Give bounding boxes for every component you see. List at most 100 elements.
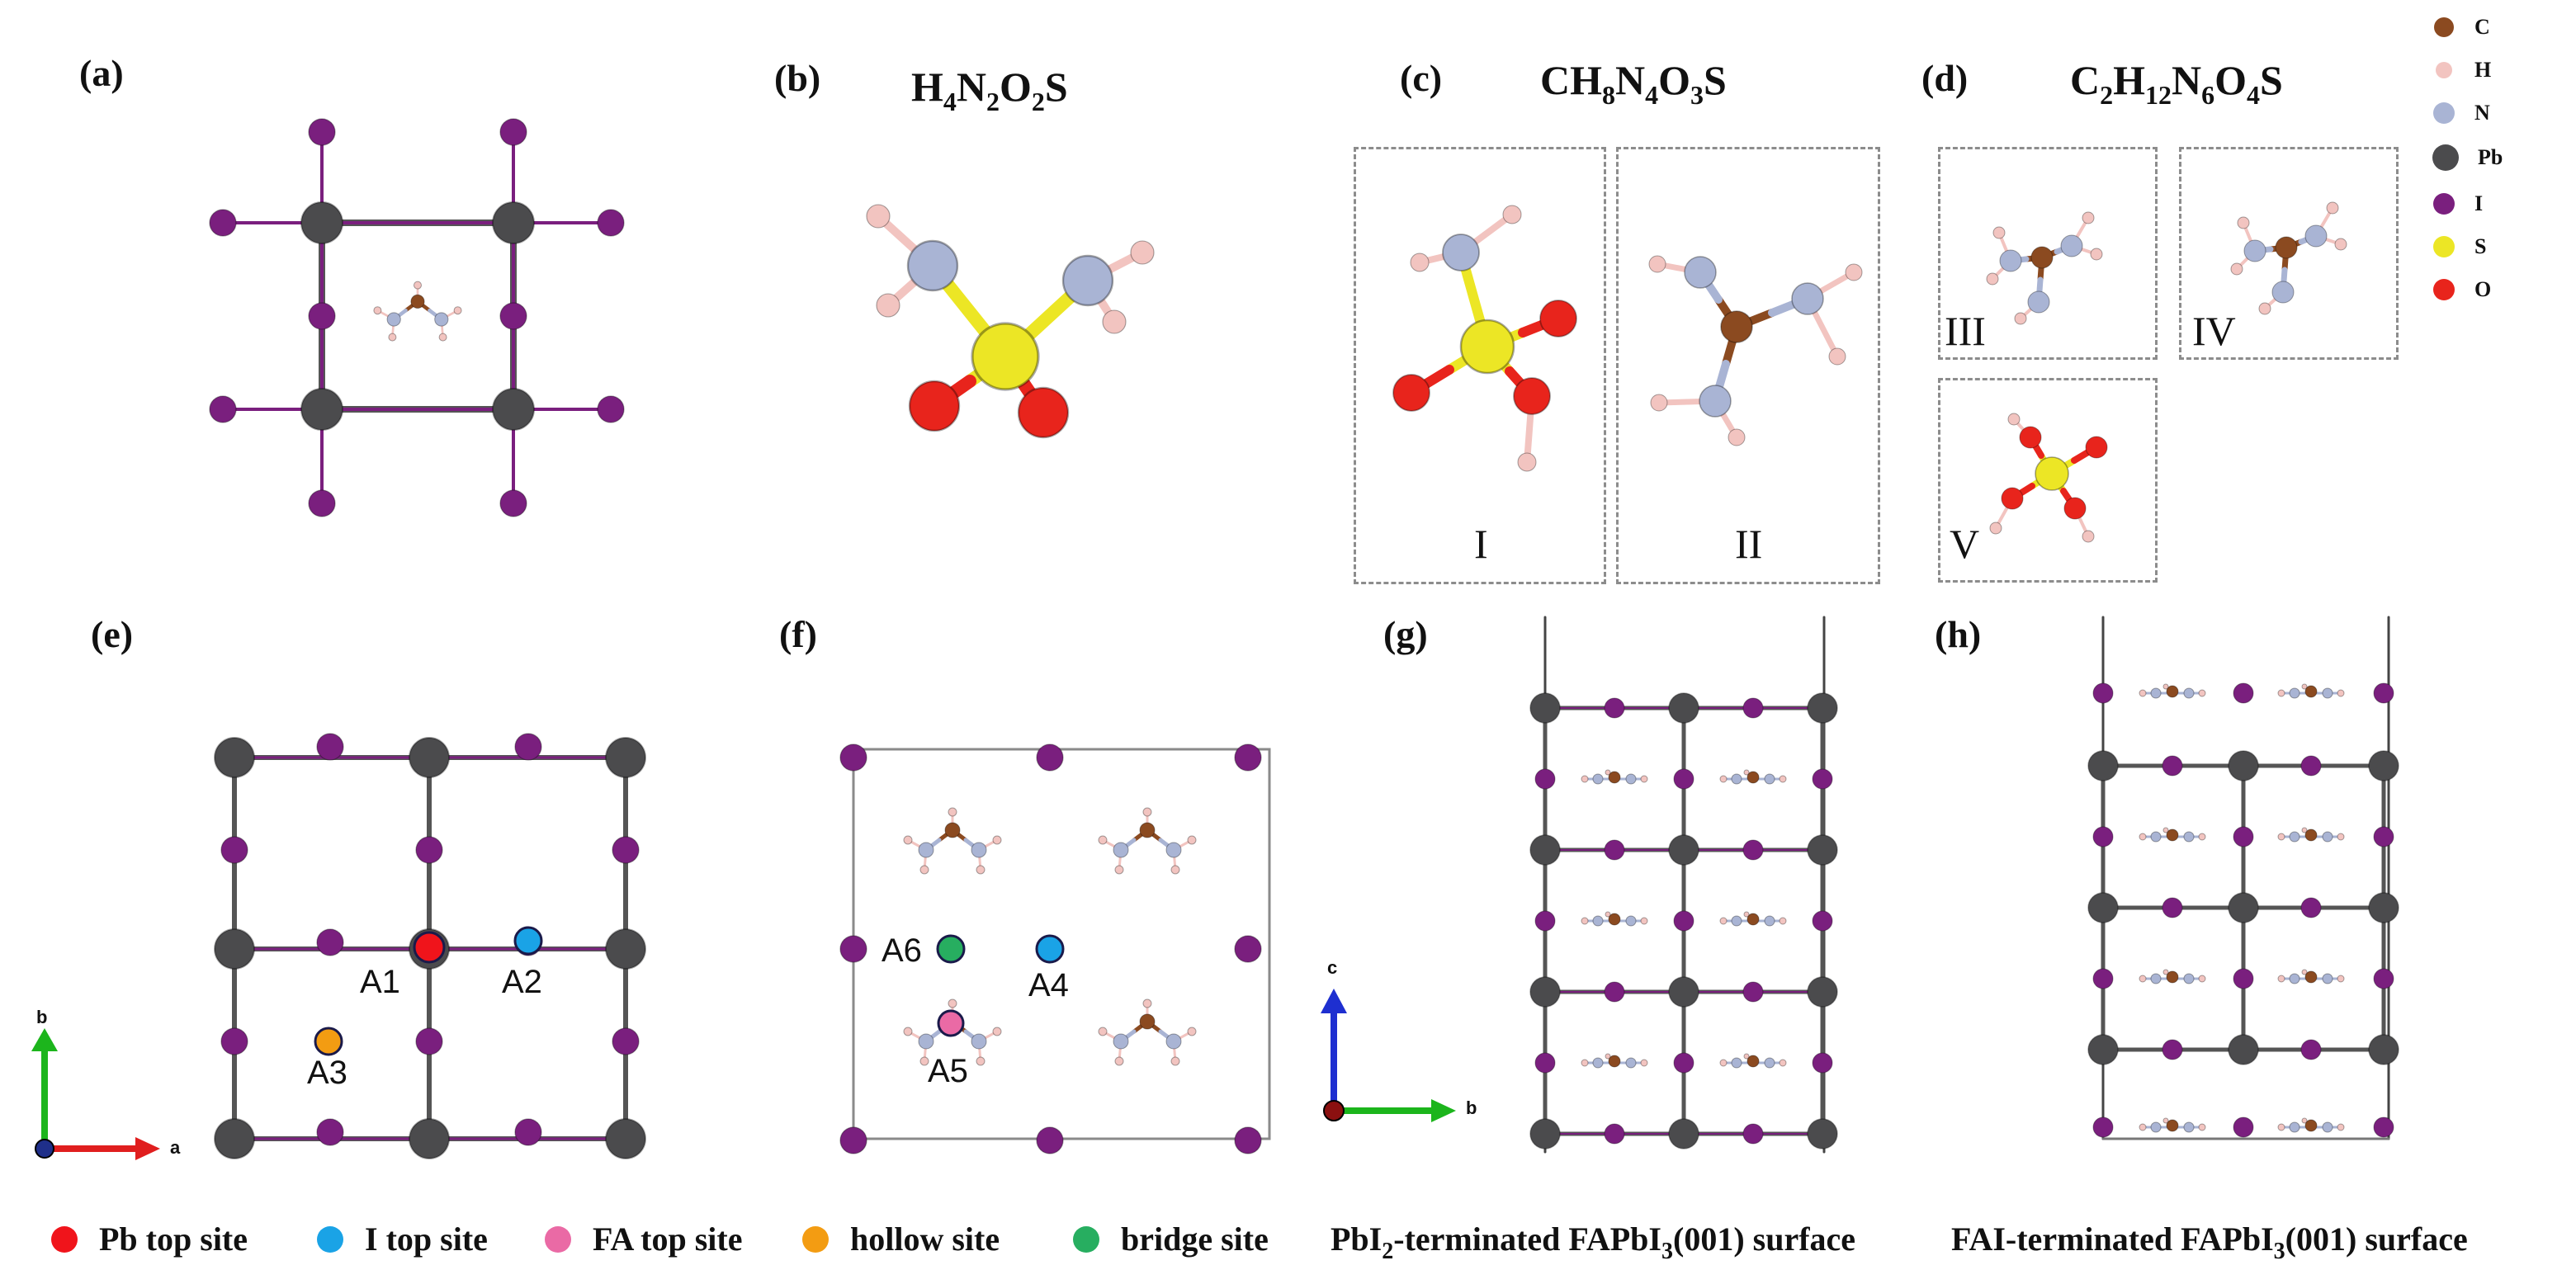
pb-top-site-label: Pb top site — [99, 1220, 248, 1258]
atom-s — [1459, 319, 1515, 375]
atom-c — [2304, 685, 2318, 698]
atom-h — [388, 333, 397, 342]
atom-s — [2035, 456, 2069, 491]
site-label-a3: A3 — [307, 1055, 347, 1091]
atom-h — [1650, 394, 1668, 412]
atom-pb — [605, 1118, 646, 1159]
atom-h — [2301, 683, 2308, 690]
atom-n — [2322, 831, 2333, 843]
surface-caption-h: FAI-terminated FAPbI3(001) surface — [1951, 1220, 2468, 1264]
atom-i — [2300, 1039, 2322, 1060]
atom-i — [499, 302, 527, 330]
atom-i — [1604, 839, 1625, 861]
atom-n — [2150, 687, 2162, 699]
atom-h — [373, 306, 382, 315]
atom-h — [1719, 1059, 1728, 1067]
atom-i — [316, 1118, 344, 1146]
atom-n — [971, 1033, 987, 1050]
atom-h — [903, 1027, 913, 1036]
atom-h — [414, 281, 422, 290]
isomer-box-3 — [1938, 147, 2158, 360]
atom-h — [2162, 1117, 2169, 1124]
atom-n — [1165, 842, 1182, 858]
atom-c — [1139, 1013, 1156, 1030]
atom-i — [316, 733, 344, 761]
atom-c — [2275, 236, 2298, 259]
atom-h — [2337, 833, 2345, 841]
atom-h — [2230, 262, 2243, 276]
atom-n — [918, 1033, 934, 1050]
atom-pb — [2368, 1034, 2399, 1065]
atom-i — [839, 1126, 867, 1154]
atom-i — [612, 836, 640, 864]
panel-label-c: (c) — [1400, 57, 1443, 99]
atom-o — [2001, 487, 2024, 510]
atom-i — [2373, 968, 2394, 989]
atom-i — [220, 836, 248, 864]
atom-n — [1592, 1057, 1604, 1069]
atom-h — [992, 835, 1002, 845]
atom-o — [2019, 426, 2042, 449]
atom-n — [1061, 254, 1114, 307]
atom-i — [1234, 743, 1262, 772]
atom-pb — [2228, 750, 2259, 781]
atom-h — [1728, 428, 1746, 446]
atom-i — [514, 1118, 542, 1146]
atom-h — [1102, 309, 1127, 334]
atom-h — [2237, 216, 2250, 229]
atom-i — [1673, 910, 1694, 932]
atom-h — [1779, 917, 1787, 925]
legend-c-label: C — [2474, 15, 2490, 39]
pb-top-site-dot — [51, 1225, 78, 1253]
atom-h — [1098, 835, 1108, 845]
atom-pb — [409, 1118, 450, 1159]
atom-h — [919, 865, 929, 875]
atom-n — [1999, 249, 2022, 272]
atom-pb — [214, 737, 255, 778]
atom-i — [220, 1027, 248, 1055]
atom-pb — [2087, 750, 2119, 781]
atom-h — [1187, 1027, 1197, 1036]
atom-h — [1640, 775, 1648, 783]
atom-h — [1410, 253, 1430, 272]
atom-h — [1648, 255, 1666, 273]
atom-i — [499, 489, 527, 517]
atom-n — [1165, 1033, 1182, 1050]
fa-top-site-dot — [545, 1225, 571, 1253]
atom-o — [2085, 436, 2108, 459]
atom-n — [2289, 973, 2300, 984]
isomer-label-3: III — [1945, 308, 1986, 354]
atom-h — [1845, 263, 1863, 281]
atom-n — [2271, 281, 2295, 304]
atom-i — [2373, 1116, 2394, 1138]
legend-i-ball — [2433, 193, 2455, 215]
atom-h — [1719, 775, 1728, 783]
panel-label-b: (b) — [774, 57, 821, 99]
formula-b: H4N2O2S — [911, 64, 1068, 116]
atom-pb — [1529, 692, 1561, 724]
axis-label-b-e: b — [36, 1007, 48, 1027]
atom-c — [2304, 1119, 2318, 1132]
atom-o — [1017, 386, 1070, 439]
atom-n — [1592, 773, 1604, 785]
atom-i — [1812, 768, 1833, 790]
atom-s — [971, 322, 1040, 391]
atom-h — [866, 204, 891, 229]
atom-h — [2277, 1123, 2285, 1131]
atom-n — [918, 842, 934, 858]
bridge-site-label: bridge site — [1121, 1220, 1269, 1258]
atom-n — [1699, 385, 1732, 418]
legend-pb-ball — [2432, 144, 2459, 171]
formula-d: C2H12N6O4S — [2070, 57, 2283, 110]
atom-pb — [605, 928, 646, 970]
atom-i — [2233, 826, 2254, 847]
atom-pb — [214, 928, 255, 970]
atom-c — [1746, 1055, 1760, 1068]
atom-i — [2300, 897, 2322, 918]
atom-h — [2139, 975, 2147, 983]
atom-i — [1742, 697, 1764, 719]
atom-h — [2139, 833, 2147, 841]
axis-label-b-g: b — [1466, 1098, 1477, 1118]
atom-i — [1234, 1126, 1262, 1154]
atom-c — [1746, 913, 1760, 926]
